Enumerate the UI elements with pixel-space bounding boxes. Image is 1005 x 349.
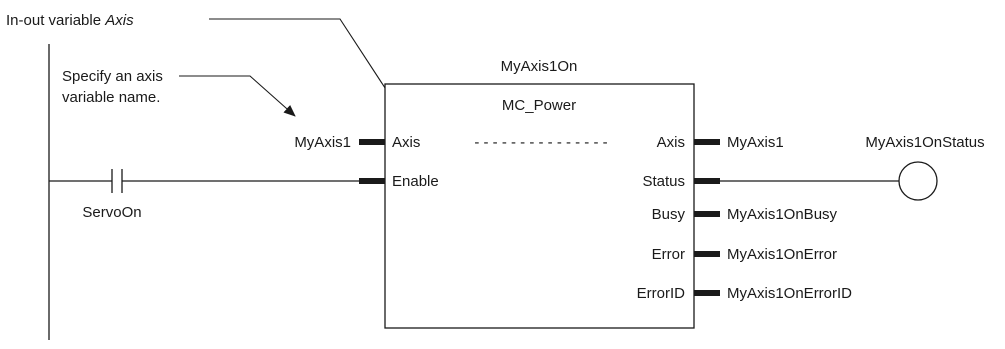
output-label-error: Error [652, 246, 685, 263]
instance-name: MyAxis1On [501, 58, 578, 75]
coil-label: MyAxis1OnStatus [865, 134, 984, 151]
input-label-enable: Enable [392, 173, 439, 190]
input-label-axis: Axis [392, 134, 420, 151]
output-pin-error [694, 251, 720, 257]
output-pin-axis [694, 139, 720, 145]
contact-label: ServoOn [82, 204, 141, 221]
output-pin-errorid [694, 290, 720, 296]
inout-annotation-label: In-out variable Axis [6, 12, 134, 29]
input-pin-axis [359, 139, 385, 145]
specify-annotation-line1: Specify an axis [62, 68, 163, 85]
input-pin-enable [359, 178, 385, 184]
variable-busy: MyAxis1OnBusy [727, 206, 838, 223]
output-label-axis: Axis [657, 134, 685, 151]
function-block [384, 83, 695, 329]
function-block-type: MC_Power [502, 97, 576, 114]
output-pin-busy [694, 211, 720, 217]
variable-error: MyAxis1OnError [727, 246, 837, 263]
inout-annotation-arrow [209, 18, 405, 118]
variable-axis-out: MyAxis1 [727, 134, 784, 151]
variable-axis-in: MyAxis1 [294, 134, 351, 151]
variable-errorid: MyAxis1OnErrorID [727, 285, 852, 302]
output-pin-status [694, 178, 720, 184]
output-coil [898, 161, 938, 201]
output-label-busy: Busy [652, 206, 686, 223]
specify-annotation-arrow [179, 75, 296, 117]
output-label-errorid: ErrorID [637, 285, 686, 302]
inout-dashes: - - - - - - - - - - - - - - - [474, 134, 607, 151]
output-label-status: Status [642, 173, 685, 190]
specify-annotation-line2: variable name. [62, 89, 160, 106]
